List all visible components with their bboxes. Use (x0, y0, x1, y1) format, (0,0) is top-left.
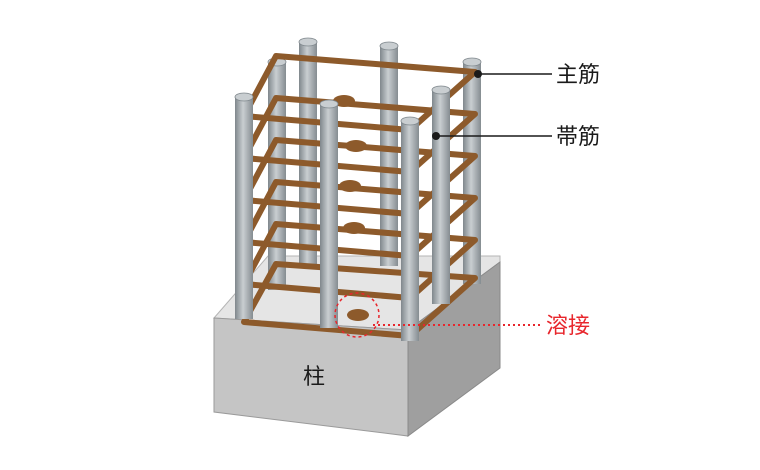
main-rebar (401, 121, 419, 341)
main-rebar-cap (379, 41, 399, 51)
callout-main-rebar: 主筋 (474, 63, 600, 88)
callout-dot (474, 70, 482, 78)
main-rebar-cap (431, 85, 451, 95)
weld-beads (333, 95, 369, 321)
front-main-rebars (234, 85, 451, 341)
main-rebar-cap (298, 37, 318, 47)
main-rebar-cap (234, 92, 254, 102)
callout-hoop: 帯筋 (432, 125, 600, 150)
weld-label: 溶接 (546, 314, 590, 339)
callout-weld: 溶接 (334, 292, 590, 339)
weld-bead (333, 95, 355, 107)
weld-bead (339, 180, 361, 192)
column-label: 柱 (303, 365, 325, 390)
main-rebar-label: 主筋 (556, 63, 600, 88)
weld-highlight-circle (334, 292, 380, 338)
main-rebar-cap (462, 57, 482, 67)
callout-dot (432, 132, 440, 140)
weld-bead (345, 140, 367, 152)
main-rebar (432, 90, 450, 304)
main-rebar-cap (319, 99, 339, 109)
weld-bead (347, 309, 369, 321)
main-rebar (320, 104, 338, 328)
main-rebar-cap (400, 116, 420, 126)
main-rebar (235, 97, 253, 319)
hoop-label: 帯筋 (556, 125, 600, 150)
main-rebar (299, 42, 317, 267)
weld-bead (343, 222, 365, 234)
